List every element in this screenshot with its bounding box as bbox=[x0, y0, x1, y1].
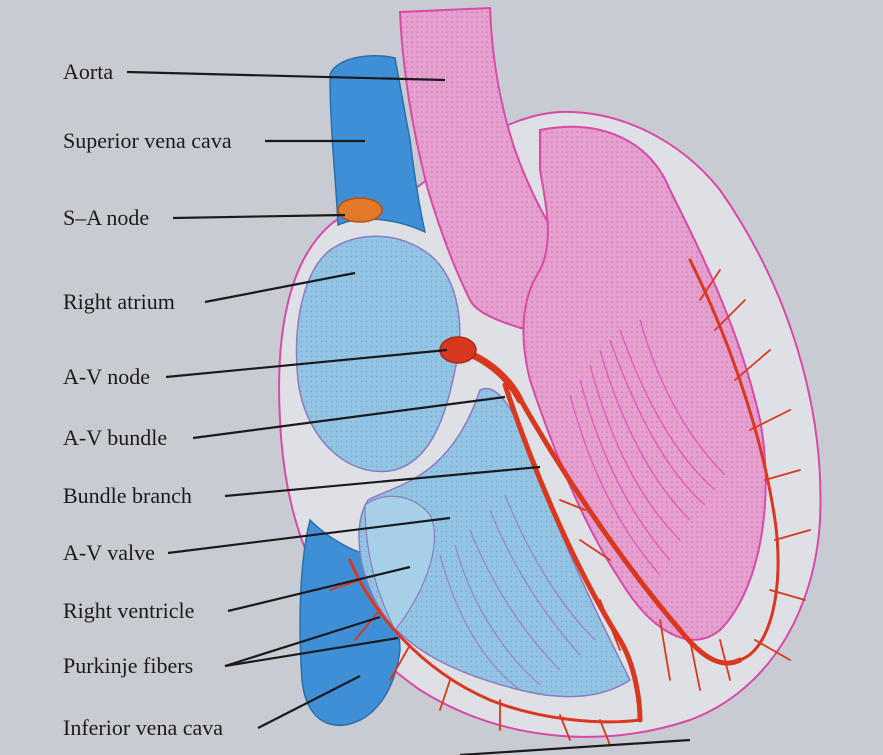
purkinje-right-wall bbox=[348, 558, 642, 724]
leader-inferior-vena-cava bbox=[257, 675, 361, 729]
conduction-system bbox=[329, 258, 811, 746]
leader-aorta bbox=[126, 70, 446, 82]
label-av-bundle: A-V bundle bbox=[63, 425, 168, 450]
label-av-valve: A-V valve bbox=[63, 540, 155, 565]
purkinje-twigs bbox=[329, 269, 811, 746]
leader-bundle-branch bbox=[224, 465, 541, 498]
label-bundle-branch: Bundle branch bbox=[63, 483, 192, 508]
sa-node bbox=[337, 197, 383, 223]
leader-right-atrium bbox=[204, 271, 356, 304]
label-inferior-vena-cava: Inferior vena cava bbox=[63, 715, 224, 740]
bundle-branch-left bbox=[512, 387, 743, 666]
av-valve bbox=[364, 495, 435, 632]
bundle-branch-right bbox=[502, 382, 643, 723]
leader-sa-node bbox=[172, 213, 346, 220]
label-aorta: Aorta bbox=[63, 59, 114, 84]
superior-vena-cava bbox=[329, 55, 427, 234]
left-ventricle-trabeculae bbox=[569, 319, 726, 576]
label-purkinje-fibers: Purkinje fibers bbox=[63, 653, 194, 678]
label-right-atrium: Right atrium bbox=[63, 289, 175, 314]
label-right-ventricle: Right ventricle bbox=[63, 598, 195, 623]
leader-av-bundle bbox=[192, 395, 506, 440]
purkinje-left-wall bbox=[688, 258, 780, 662]
bottom-rule bbox=[459, 738, 691, 755]
leader-purkinje-b bbox=[224, 636, 399, 668]
label-sa-node: S–A node bbox=[63, 205, 150, 230]
leader-av-node bbox=[165, 348, 448, 379]
right-atrium bbox=[295, 235, 461, 473]
right-ventricle-trabeculae bbox=[439, 494, 596, 691]
left-ventricle bbox=[522, 125, 767, 641]
right-ventricle bbox=[358, 387, 631, 698]
label-av-node: A-V node bbox=[63, 364, 150, 389]
label-superior-vena-cava: Superior vena cava bbox=[63, 128, 232, 153]
leader-av-valve bbox=[167, 516, 451, 555]
leader-lines bbox=[126, 70, 691, 755]
leader-right-ventricle bbox=[227, 565, 411, 613]
leader-purkinje-a bbox=[224, 615, 381, 668]
